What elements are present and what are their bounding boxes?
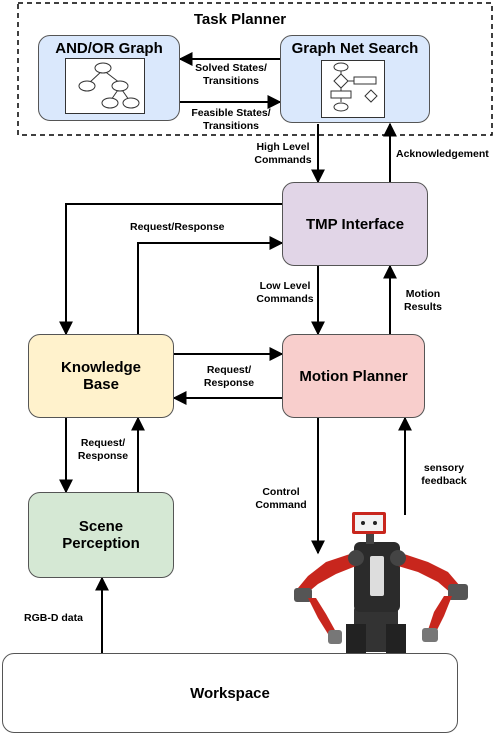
sensory-feedback-label: sensory feedback [421,462,467,487]
flowchart-icon [321,60,385,118]
kb-to-tmp-arrow [137,236,284,334]
and-or-graph-box: AND/OR Graph [38,35,180,121]
control-command-label: Control Command [255,486,307,511]
robot-illustration [294,512,468,654]
request-response-kb-label: Request/ Response [77,437,129,462]
task-planner-border [17,2,493,136]
graph-net-search-label: Graph Net Search [291,40,419,57]
request-response-mid-label: Request/ Response [203,364,255,389]
and-or-graph-label: AND/OR Graph [55,40,163,57]
motion-planner-box: Motion Planner [282,334,425,418]
acknowledgement-label: Acknowledgement [396,148,489,160]
tmp-to-kb-arrow [59,203,282,336]
graph-net-search-box: Graph Net Search [280,35,430,123]
tmp-interface-box: TMP Interface [282,182,428,266]
solved-label: Solved States/ Transitions [195,62,267,87]
task-planner-title: Task Planner [193,11,287,28]
request-response-top-label: Request/Response [130,221,225,233]
low-level-label: Low Level Commands [256,280,314,305]
high-level-label: High Level Commands [254,141,312,166]
tree-icon [65,58,145,114]
scene-perception-box: Scene Perception [28,492,174,578]
knowledge-base-box: Knowledge Base [28,334,174,418]
workspace-box: Workspace [2,653,458,733]
rgbd-label: RGB-D data [24,612,83,624]
feasible-label: Feasible States/ Transitions [191,107,271,132]
motion-results-label: Motion Results [404,288,442,313]
